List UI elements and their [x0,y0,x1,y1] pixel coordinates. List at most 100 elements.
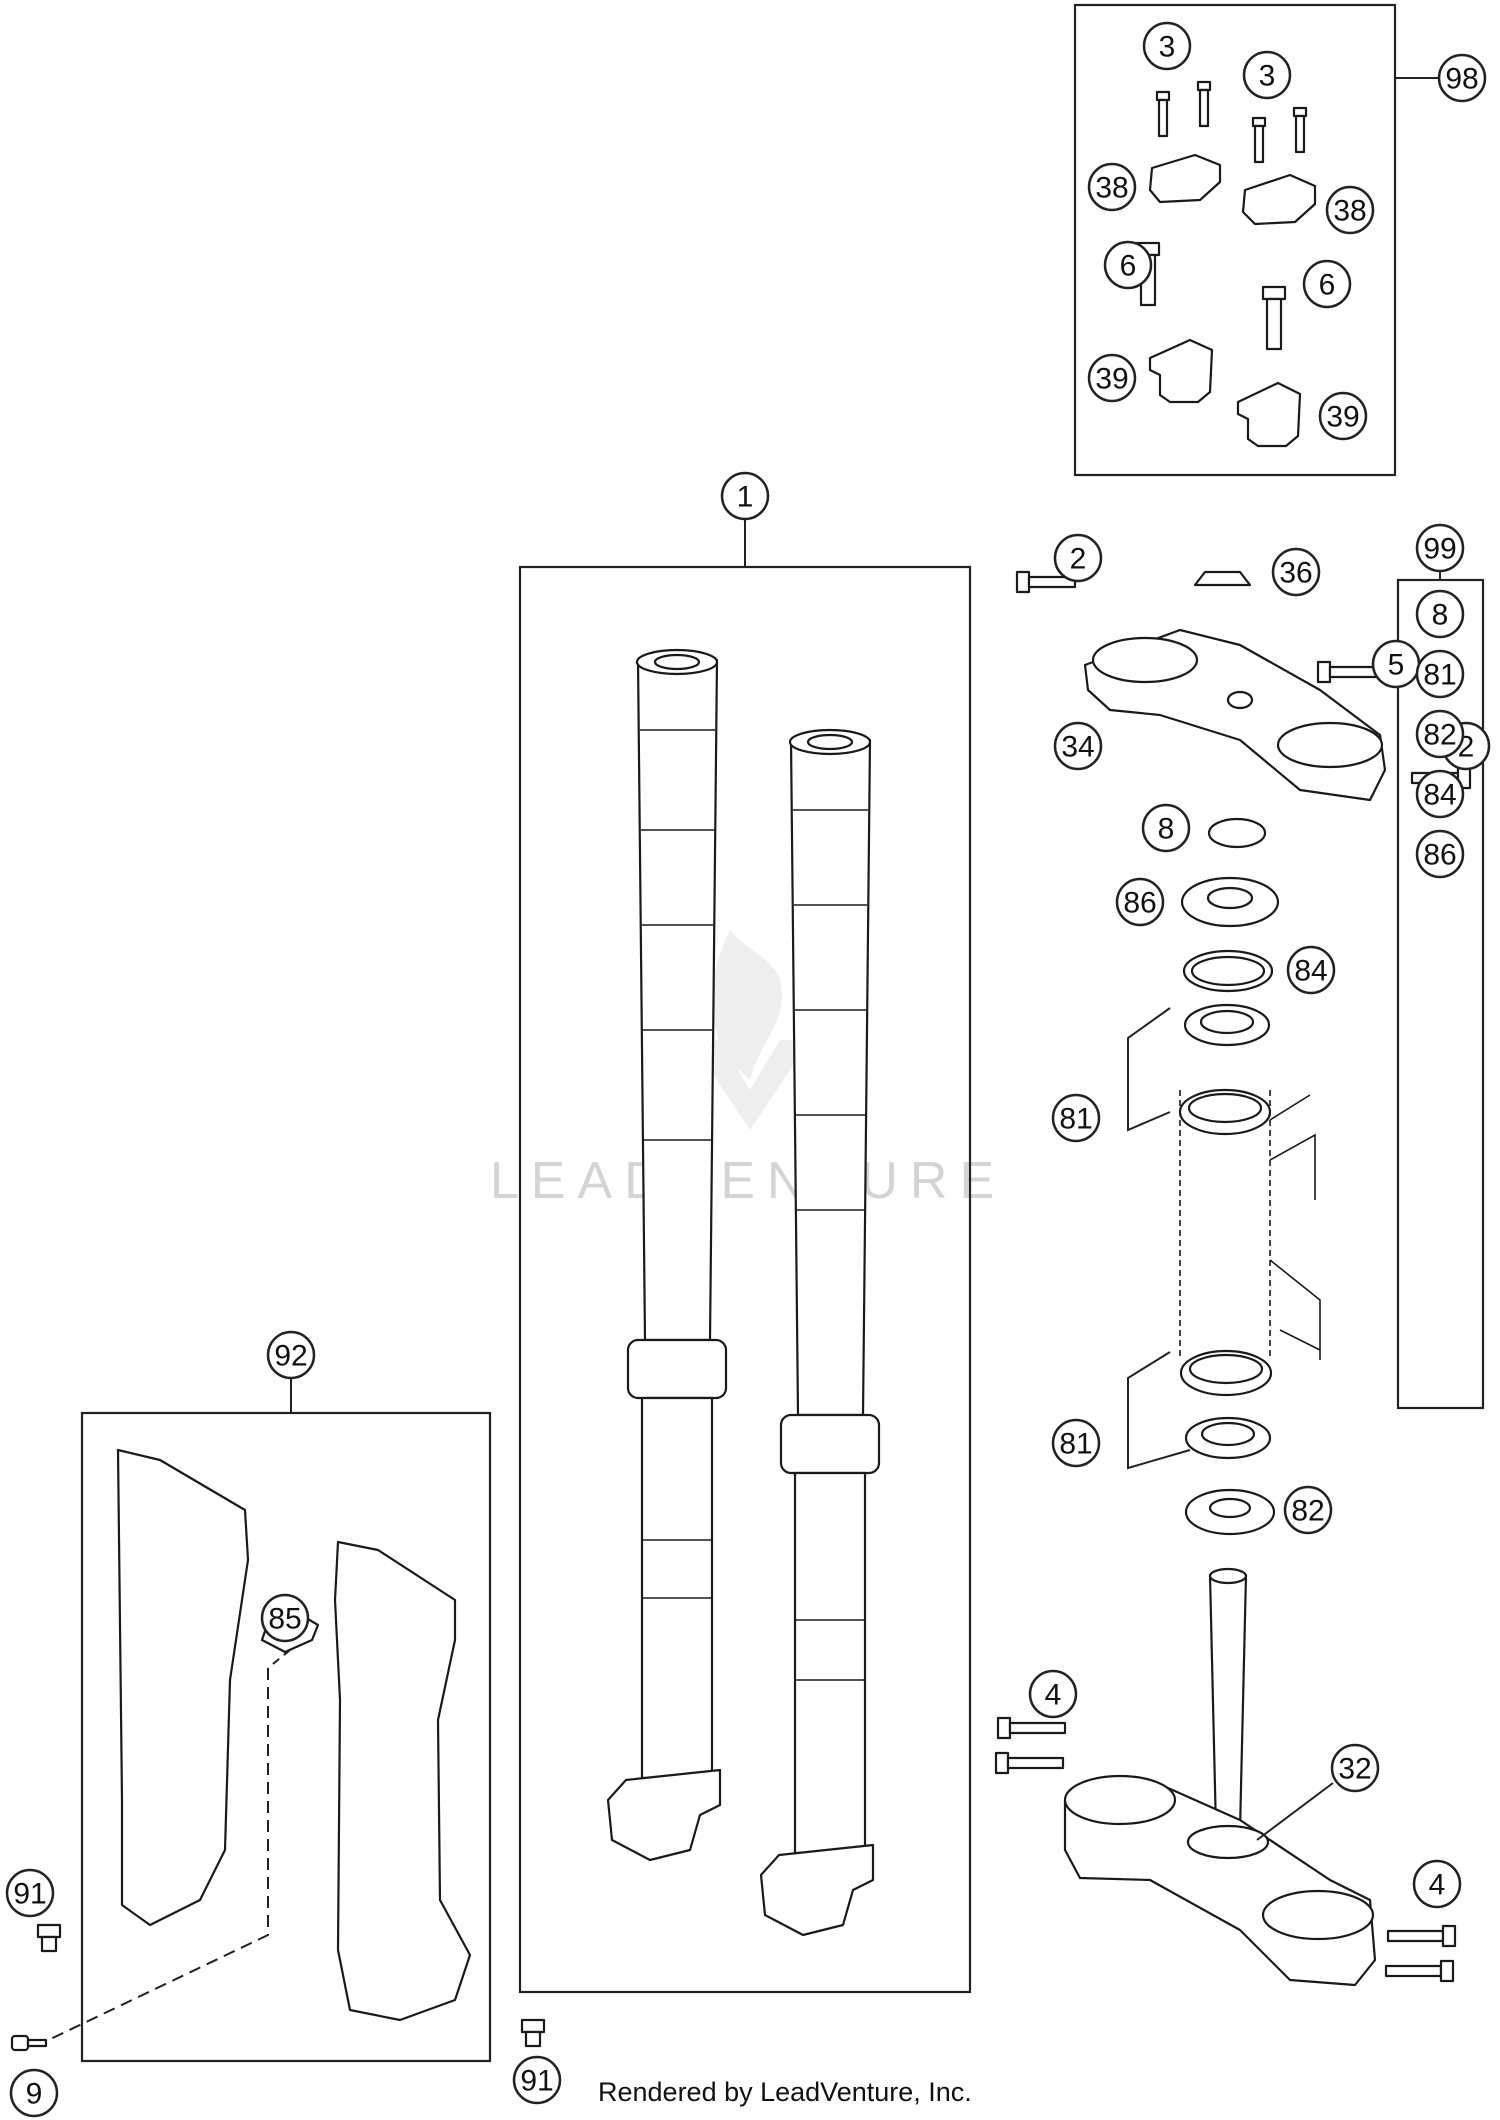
callout-label: 4 [1045,1679,1062,1712]
fork-leg-right [759,728,881,1937]
callout-label: 38 [1095,172,1128,205]
screw-9 [10,2034,48,2052]
callout-39: 39 [1087,353,1137,403]
callout-label: 92 [274,1340,307,1373]
seal-82 [1184,1488,1276,1536]
kit-99-item-label: 81 [1423,659,1456,692]
watermark-text: LEADVENTURE [490,1152,1006,1210]
callout-label: 38 [1333,195,1366,228]
group-frame-1 [518,565,972,1994]
bolt-3-right-a [1251,116,1267,164]
bolt-5 [1316,660,1378,684]
callout-3: 3 [1242,50,1292,100]
callout-label: 34 [1061,731,1094,764]
guard-clip-line [267,1649,291,1669]
callout-label: 4 [1429,1869,1446,1902]
callout-3: 3 [1142,21,1192,71]
screw-91-bottom [520,2018,546,2048]
bearing-81-lower [1184,1416,1272,1460]
callout-label: 36 [1279,557,1312,590]
leader-32 [1256,1782,1334,1841]
kit-99-item: 81 [1415,649,1465,699]
callout-38: 38 [1325,185,1375,235]
kit-99-item: 8 [1415,589,1465,639]
callout-label: 81 [1059,1428,1092,1461]
callout-85: 85 [260,1593,310,1643]
callout-label: 2 [1070,543,1087,576]
callout-1: 1 [720,471,770,521]
callout-label: 32 [1338,1753,1371,1786]
screw-91-left [36,1923,62,1953]
riser-39-left [1148,338,1214,404]
callout-label: 91 [13,1878,46,1911]
kit-99-item: 86 [1415,829,1465,879]
callout-84: 84 [1286,945,1336,995]
bolt-4-left-a [996,1716,1067,1740]
callout-label: 85 [268,1603,301,1636]
callout-36: 36 [1271,547,1321,597]
callout-91: 91 [512,2055,562,2105]
callout-label: 6 [1120,250,1137,283]
bracket-81-lower [1127,1351,1191,1470]
watermark-logo-icon [690,930,810,1130]
callout-label: 3 [1159,31,1176,64]
nut-36 [1193,570,1252,587]
bracket-81-upper [1127,1007,1171,1132]
callout-4: 4 [1028,1669,1078,1719]
callout-82: 82 [1283,1485,1333,1535]
kit-99-list: 8 81 82 84 86 [1415,589,1465,879]
bearing-81-upper [1183,1003,1271,1047]
callout-label: 99 [1423,533,1456,566]
bolt-4-right-b [1384,1959,1455,1983]
callout-81: 81 [1051,1093,1101,1143]
bolt-4-left-b [994,1751,1065,1775]
kit-99-item: 82 [1415,709,1465,759]
group-frame-99 [1396,578,1485,1410]
fork-leg-left [606,648,728,1862]
group-frame-98 [1073,3,1397,477]
callout-label: 91 [520,2065,553,2098]
callout-label: 5 [1388,649,1405,682]
callout-92: 92 [266,1330,316,1380]
callout-98: 98 [1437,53,1487,103]
callout-32: 32 [1330,1743,1380,1793]
bolt-4-right-a [1386,1924,1457,1948]
kit-99-item-label: 86 [1423,839,1456,872]
callout-2: 2 [1053,533,1103,583]
callout-8: 8 [1141,803,1191,853]
bolt-3-left-a [1155,90,1171,138]
screw-9-dashline [37,1668,269,2046]
callout-6: 6 [1302,259,1352,309]
callout-label: 39 [1095,363,1128,396]
callout-label: 9 [26,2078,43,2111]
bolt-6-right [1261,285,1287,351]
callout-6: 6 [1103,240,1153,290]
kit-99-item: 84 [1415,769,1465,819]
callout-38: 38 [1087,162,1137,212]
callout-39: 39 [1318,391,1368,441]
kit-99-item-label: 84 [1423,779,1456,812]
callout-label: 86 [1123,887,1156,920]
steering-head-frame [1178,1088,1321,1397]
callout-label: 98 [1445,63,1478,96]
callout-91: 91 [5,1868,55,1918]
kit-99-item-label: 82 [1423,719,1456,752]
bolt-3-left-b [1196,80,1212,128]
clamp-38-left [1148,153,1222,204]
clamp-38-right [1241,173,1317,226]
callout-81: 81 [1051,1418,1101,1468]
callout-label: 8 [1158,813,1175,846]
riser-39-right [1236,381,1302,448]
callout-86: 86 [1115,877,1165,927]
callout-label: 81 [1059,1103,1092,1136]
bolt-3-right-b [1292,106,1308,154]
seal-86 [1180,876,1280,928]
callout-label: 39 [1326,401,1359,434]
o-ring-8 [1207,817,1267,849]
callout-label: 3 [1259,60,1276,93]
group-frame-92 [80,1411,492,2063]
lower-triple-clamp-32 [1063,1567,1377,1987]
render-credit: Rendered by LeadVenture, Inc. [598,2077,972,2107]
